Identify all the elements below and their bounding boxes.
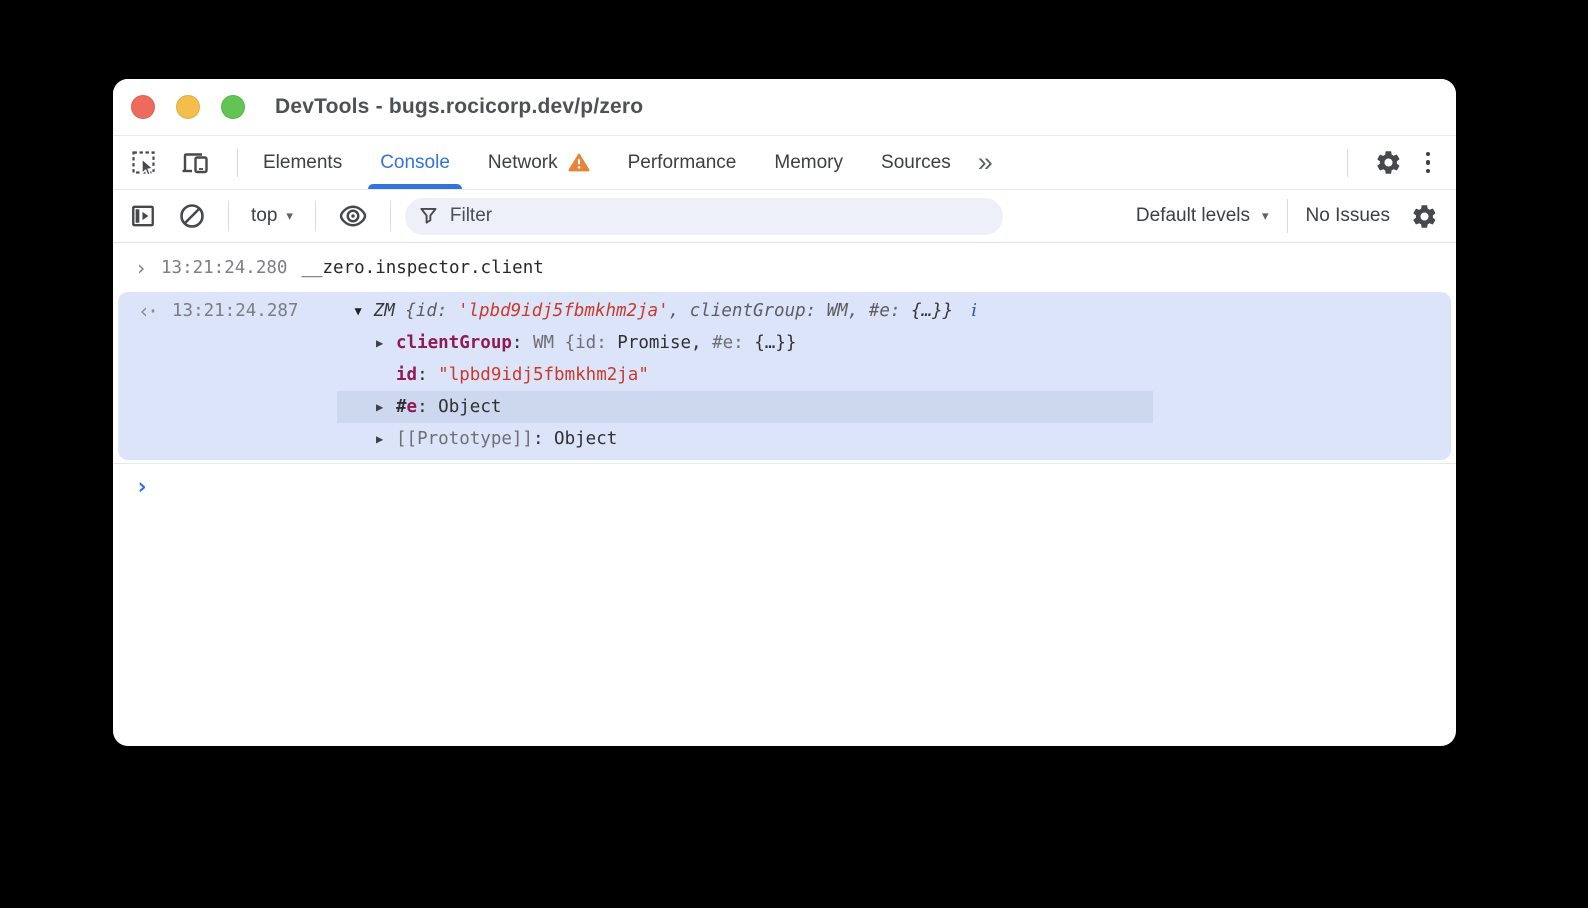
- tab-console[interactable]: Console: [361, 136, 469, 189]
- chevron-down-icon: ▾: [286, 208, 293, 223]
- console-output: › 13:21:24.280 __zero.inspector.client ‹…: [113, 243, 1456, 510]
- command-expression: __zero.inspector.client: [301, 257, 544, 278]
- create-live-expression-icon[interactable]: [338, 203, 368, 229]
- show-console-sidebar-icon[interactable]: [130, 203, 156, 229]
- tab-elements[interactable]: Elements: [263, 151, 343, 173]
- tab-sources[interactable]: Sources: [881, 151, 951, 173]
- filter-funnel-icon: [420, 207, 437, 224]
- warning-icon: [568, 153, 590, 172]
- minimize-window-button[interactable]: [176, 95, 200, 119]
- devtools-window: DevTools - bugs.rocicorp.dev/p/zero Elem…: [113, 79, 1456, 746]
- prompt-chevron-icon: ›: [135, 474, 149, 500]
- filter-input[interactable]: [449, 205, 989, 227]
- tab-memory[interactable]: Memory: [774, 151, 844, 173]
- divider: [314, 201, 316, 231]
- property-row-prototype[interactable]: ▶[[Prototype]]: Object: [376, 429, 618, 449]
- filter-box[interactable]: [404, 197, 1003, 235]
- window-title: DevTools - bugs.rocicorp.dev/p/zero: [275, 95, 644, 118]
- property-row-private-e[interactable]: ▶#e: Object: [118, 391, 1451, 423]
- settings-gear-icon[interactable]: [1368, 143, 1408, 183]
- console-toolbar: top ▾ Default levels ▾ No Issues: [113, 190, 1456, 243]
- expand-triangle-icon[interactable]: ▶: [376, 432, 384, 446]
- divider: [237, 148, 238, 177]
- log-levels-dropdown[interactable]: Default levels ▾: [1135, 205, 1269, 226]
- property-row-clientgroup[interactable]: ▶clientGroup: WM {id: Promise, #e: {…}}: [376, 333, 797, 353]
- javascript-context-dropdown[interactable]: top ▾: [251, 205, 293, 226]
- devtools-tab-bar: Elements Console Network Performance Mem…: [113, 136, 1456, 190]
- console-command-row[interactable]: › 13:21:24.280 __zero.inspector.client: [113, 243, 1456, 292]
- timestamp: 13:21:24.287: [172, 300, 299, 321]
- divider: [228, 201, 229, 231]
- chevron-down-icon: ▾: [1261, 208, 1269, 223]
- issues-counter[interactable]: No Issues: [1305, 205, 1390, 226]
- more-tabs-icon[interactable]: »: [977, 147, 993, 177]
- console-toolbar-right: Default levels ▾ No Issues: [1136, 196, 1456, 236]
- timestamp: 13:21:24.280: [161, 257, 288, 278]
- expand-triangle-icon[interactable]: ▶: [376, 336, 384, 350]
- command-chevron-icon: ›: [135, 255, 148, 280]
- customize-devtools-menu-icon[interactable]: [1408, 143, 1448, 183]
- property-row-id[interactable]: id: "lpbd9idj5fbmkhm2ja": [396, 365, 649, 385]
- returned-value-icon: ‹·: [138, 298, 159, 323]
- highlighted-row-background: ▶#e: Object: [337, 391, 1153, 423]
- divider: [1286, 199, 1288, 233]
- tab-bar-right-controls: [1347, 136, 1456, 189]
- toggle-device-toolbar-icon[interactable]: [179, 136, 213, 189]
- console-prompt-row[interactable]: ›: [113, 464, 1456, 510]
- tab-performance[interactable]: Performance: [627, 151, 737, 173]
- collapse-triangle-icon[interactable]: ▼: [354, 303, 362, 318]
- tab-network[interactable]: Network: [469, 136, 609, 189]
- message-divider: [113, 463, 1456, 464]
- info-hint-icon: i: [971, 300, 977, 321]
- inspect-element-icon[interactable]: [129, 136, 159, 189]
- close-window-button[interactable]: [131, 95, 155, 119]
- result-preview-row[interactable]: ‹· 13:21:24.287 ▼ ZM {id: 'lpbd9idj5fbmk…: [118, 294, 1451, 327]
- expand-triangle-icon[interactable]: ▶: [376, 400, 384, 414]
- clear-console-icon[interactable]: [178, 202, 206, 230]
- divider: [1347, 148, 1348, 177]
- title-bar: DevTools - bugs.rocicorp.dev/p/zero: [113, 79, 1456, 136]
- object-preview: ZM {id: 'lpbd9idj5fbmkhm2ja', clientGrou…: [373, 300, 954, 321]
- console-settings-gear-icon[interactable]: [1404, 196, 1444, 236]
- console-result-message[interactable]: ‹· 13:21:24.287 ▼ ZM {id: 'lpbd9idj5fbmk…: [118, 292, 1451, 460]
- divider: [389, 201, 391, 231]
- zoom-window-button[interactable]: [221, 95, 245, 119]
